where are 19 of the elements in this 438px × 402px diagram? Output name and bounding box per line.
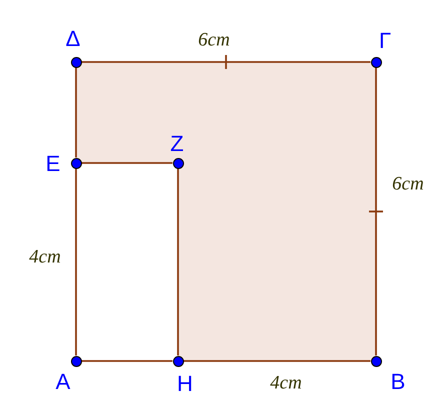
edge-label: 6cm — [392, 174, 424, 194]
segment — [177, 168, 179, 356]
segment — [375, 68, 377, 356]
segment — [82, 162, 172, 164]
segment — [75, 168, 77, 356]
segment — [75, 68, 77, 158]
segment — [184, 360, 370, 362]
point-label: Α — [56, 371, 70, 393]
point-label: Δ — [66, 28, 80, 50]
point-label: Ζ — [170, 133, 184, 155]
edge-label: 6cm — [198, 30, 230, 50]
segment — [82, 61, 370, 63]
edge-label: 4cm — [270, 374, 302, 392]
point-label: Ε — [46, 153, 60, 175]
edge-label: 4cm — [29, 248, 61, 266]
point-label: Β — [390, 371, 406, 393]
segment — [82, 360, 172, 362]
point-label: Η — [177, 373, 193, 395]
point-label: Γ — [378, 30, 392, 52]
